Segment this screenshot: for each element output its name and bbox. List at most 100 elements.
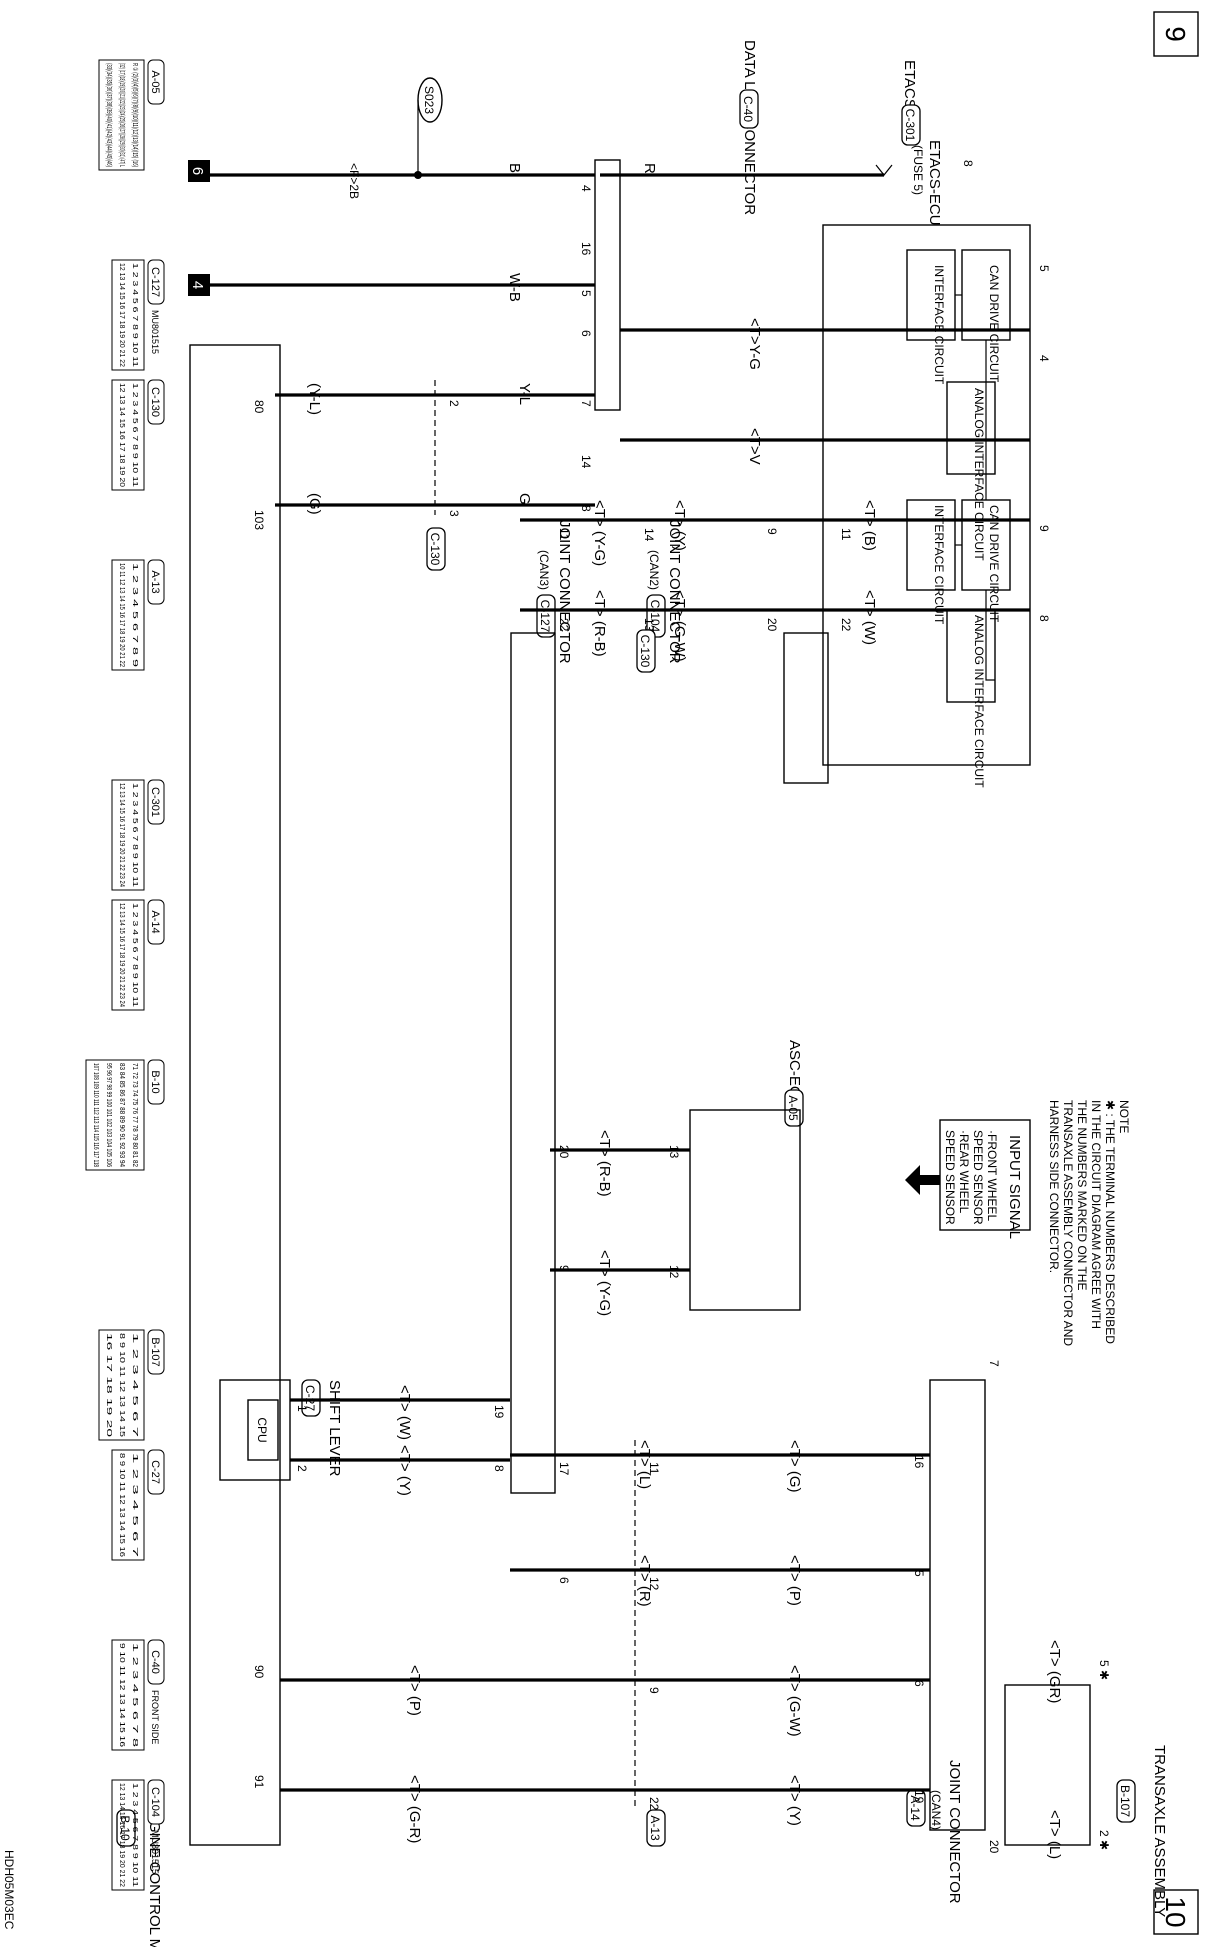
connector-view-id: B-107 <box>149 1337 161 1366</box>
wire-label-etacs-6: <T>Y-G <box>746 318 763 370</box>
wire-label-tr-l: <T> (L) <box>1046 1810 1063 1859</box>
ecm-box <box>189 344 281 1846</box>
svg-text:S023: S023 <box>422 86 436 114</box>
connector-view-row: 1 2 3 4 5 6 7 8 9 10 11 <box>131 263 138 367</box>
etacs-pin-5: 5 <box>1037 265 1051 272</box>
etacs-can-drive-1 <box>961 249 1011 341</box>
jc-can3-sub: (CAN3) <box>537 550 551 590</box>
c127-pin-22: 22 <box>557 618 571 632</box>
wire-label-can2-b: <T> (B) <box>861 500 878 551</box>
sl-pin-2: 2 <box>295 1465 309 1472</box>
c130-pin-3: 3 <box>447 510 461 517</box>
connector-view-row: R ① (2)(3)(4)(5)(6)(7)(8)(9)(10)(11)(12)… <box>131 63 139 167</box>
ecm-name: ENGINE CONTROL MODULE <box>146 1800 163 1947</box>
shift-lever-box <box>219 1379 291 1481</box>
can-drive-label-1: CAN DRIVE CIRCUIT <box>987 265 1001 383</box>
svg-text:C-130: C-130 <box>428 533 442 566</box>
wire-label-yl-ecm: (Y-L) <box>306 383 323 415</box>
wire-label-ecm-gr: <T> (G-R) <box>406 1775 423 1843</box>
asc-pin-13: 13 <box>667 1145 681 1159</box>
svg-text:NOTE: NOTE <box>1117 1100 1131 1133</box>
connector-view-id: B-10 <box>149 1070 161 1093</box>
dlc-pin-4: 4 <box>579 185 593 192</box>
wire-label-sl-r: <T> (R) <box>636 1555 653 1607</box>
input-signal-item-3: ·REAR WHEEL <box>957 1130 971 1214</box>
connector-view-id: A-05 <box>149 70 161 93</box>
a13-pin-9: 9 <box>647 1687 661 1694</box>
dlc-connector-tag: C-40 <box>739 89 759 129</box>
etacs-pin-8: 8 <box>1037 615 1051 622</box>
connector-view-row: 12 13 14 15 16 17 18 19 20 <box>118 383 125 487</box>
connector-view-row: 10 11 12 13 14 15 16 17 18 19 20 21 22 <box>118 563 125 667</box>
tr-pin-2: 2 ✱ <box>1097 1830 1111 1850</box>
ground-4-marker <box>188 274 210 296</box>
c127-pin-17: 17 <box>557 1462 571 1476</box>
svg-text:THE NUMBERS MARKED ON THE: THE NUMBERS MARKED ON THE <box>1075 1100 1089 1290</box>
ecm-pin-91: 91 <box>252 1775 266 1789</box>
input-signal-item-2: SPEED SENSOR <box>971 1130 985 1225</box>
etacs-pin-4: 4 <box>1037 355 1051 362</box>
wire-label-asc-yg: <T> (Y-G) <box>596 1250 613 1316</box>
wire-label-sl-y: <T> (Y) <box>396 1445 413 1496</box>
svg-text:B-107: B-107 <box>1118 1785 1132 1817</box>
ecm-tag: B-10 <box>116 1809 136 1847</box>
jc-can3-tag: C-127 <box>536 594 556 638</box>
c127-pin-8: 8 <box>492 1465 506 1472</box>
connector-view-id: C-27 <box>149 1460 161 1484</box>
etacs-fuse-label: (FUSE 5) <box>911 145 925 195</box>
svg-text:C-40: C-40 <box>741 96 755 122</box>
wire-label-tr-p: <T> (P) <box>786 1555 803 1606</box>
connector-view-row: (32) (17)(18)(19)(20)(21)(22)(23)(24)(25… <box>118 63 125 167</box>
dlc-pin-5: 5 <box>579 290 593 297</box>
wire-label-can3-yg: <T> (Y-G) <box>591 500 608 566</box>
wire-label-g: G <box>516 493 533 505</box>
input-signal-item-4: SPEED SENSOR <box>943 1130 957 1225</box>
c130-tag-2: C-130 <box>636 629 656 673</box>
page-number-right: 10 <box>1153 1889 1199 1935</box>
etacs-fuse-name: ETACS-ECU <box>926 140 943 226</box>
a13-pin-12: 12 <box>647 1577 661 1591</box>
connector-view-maker: MU801515 <box>150 1830 160 1874</box>
interface-label-2: INTERFACE CIRCUIT <box>932 505 946 625</box>
transaxle-name: TRANSAXLE ASSEMBLY <box>1151 1745 1168 1917</box>
connector-view-id: C-301 <box>149 787 161 817</box>
a14-pin-5: 5 <box>912 1570 926 1577</box>
ecm-pin-90: 90 <box>252 1665 266 1679</box>
connector-view-row: 83 84 85 86 87 88 89 90 91 92 93 94 <box>118 1063 125 1167</box>
sl-pin-1: 1 <box>295 1405 309 1412</box>
connector-view-c-27: C-271 2 3 4 5 6 78 9 10 11 12 13 14 15 1… <box>111 1449 165 1561</box>
jc-can3-name: JOINT CONNECTOR <box>556 520 573 664</box>
c130-pin-2: 2 <box>447 400 461 407</box>
connector-view-row: (33)(34)(35)(36)(37)(38)(39)(40)(41)(42)… <box>105 63 112 167</box>
wire-label-tr-gw: <T> (G-W) <box>786 1665 803 1737</box>
connector-view-row: 71 72 73 74 75 76 77 78 79 80 81 82 <box>131 1063 138 1167</box>
connector-view-row: 1 2 3 4 5 6 7 <box>131 1333 138 1437</box>
wire-label-can3-y: <T> (Y) <box>671 500 688 551</box>
tr-pin-5: 5 ✱ <box>1097 1660 1111 1680</box>
jc-can2-sub: (CAN2) <box>647 550 661 590</box>
connector-view-row: 12 13 14 15 16 17 18 19 20 21 22 23 24 <box>118 783 125 887</box>
wire-label-sl-l: <T> (L) <box>636 1440 653 1489</box>
a13-pin-22: 22 <box>647 1797 661 1811</box>
connector-view-row: 1 2 3 4 5 6 7 8 9 10 11 <box>131 903 138 1007</box>
ground-4-label: 4 <box>189 281 206 289</box>
connector-view-row: 1 2 3 4 5 6 7 8 9 <box>131 563 138 667</box>
note-block: NOTE ✱ : THE TERMINAL NUMBERS DESCRIBED … <box>1047 1100 1131 1346</box>
connector-view-maker: MU801515 <box>150 310 160 354</box>
connector-view-id: A-13 <box>149 570 161 593</box>
a14-pin-6: 6 <box>912 1680 926 1687</box>
connector-view-a-13: A-13 1 2 3 4 5 6 7 8 9 10 11 12 13 14 15 1… <box>111 559 165 671</box>
connector-view-row: 1 2 3 4 5 6 7 <box>131 1453 138 1557</box>
svg-text:TRANSAXLE ASSEMBLY CONNECTOR A: TRANSAXLE ASSEMBLY CONNECTOR AND <box>1061 1100 1075 1346</box>
dlc-connector-box <box>594 159 621 411</box>
dlc-pin-8: 8 <box>579 505 593 512</box>
c127-pin-11: 11 <box>557 528 571 541</box>
wire-label-tr-y: <T> (Y) <box>786 1775 803 1826</box>
connector-view-row: 1 2 3 4 5 6 7 8 <box>131 1643 138 1747</box>
wire-label-can3-gw: <T> (G-W) <box>671 590 688 662</box>
